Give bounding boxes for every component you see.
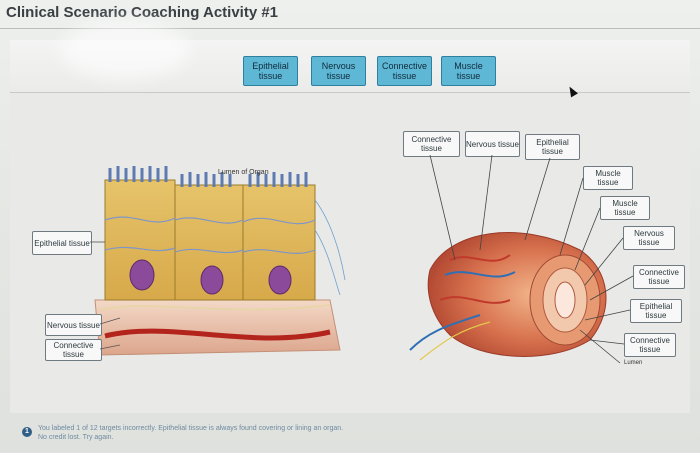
feedback-info-icon: 1 [22,427,32,437]
right-side-tag-connective-2[interactable]: Connective tissue [624,333,676,357]
organ-cross-section-illustration [409,232,607,361]
right-top-tag-connective[interactable]: Connective tissue [403,131,460,157]
right-top-tag-epithelial[interactable]: Epithelial tissue [525,134,580,160]
left-tag-epithelial[interactable]: Epithelial tissue [32,231,92,255]
lumen-label: Lumen [624,360,643,366]
lumen-of-organ-caption: Lumen of Organ [218,169,269,176]
title-divider [0,28,700,29]
right-side-tag-connective-1[interactable]: Connective tissue [633,265,685,289]
right-side-tag-epithelial[interactable]: Epithelial tissue [630,299,682,323]
left-tag-connective[interactable]: Connective tissue [45,339,102,361]
right-side-tag-nervous[interactable]: Nervous tissue [623,226,675,250]
screen-glare [60,20,190,80]
epithelium-illustration [94,166,346,356]
right-top-tag-nervous[interactable]: Nervous tissue [465,131,520,157]
bank-chip-epithelial[interactable]: Epithelial tissue [243,56,298,86]
right-side-tag-muscle-2[interactable]: Muscle tissue [600,196,650,220]
page-title: Clinical Scenario Coaching Activity #1 [6,4,279,21]
bank-chip-connective[interactable]: Connective tissue [377,56,432,86]
feedback-message: You labeled 1 of 12 targets incorrectly.… [38,424,658,442]
right-side-tag-muscle-1[interactable]: Muscle tissue [583,166,633,190]
feedback-line-2: No credit lost. Try again. [38,434,114,441]
bank-chip-nervous[interactable]: Nervous tissue [311,56,366,86]
feedback-line-1: You labeled 1 of 12 targets incorrectly.… [38,425,344,432]
left-tag-nervous[interactable]: Nervous tissue [45,314,102,336]
bank-chip-muscle[interactable]: Muscle tissue [441,56,496,86]
